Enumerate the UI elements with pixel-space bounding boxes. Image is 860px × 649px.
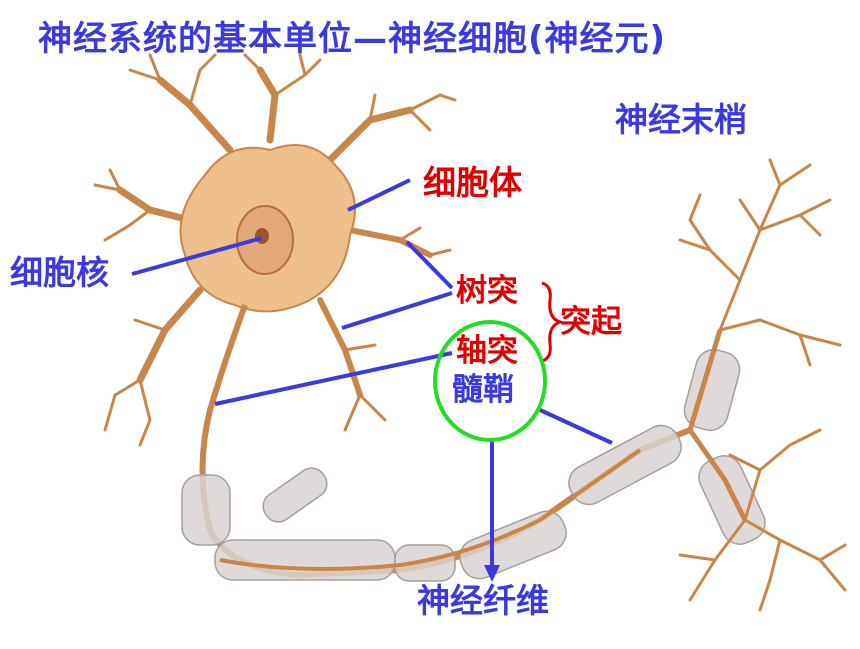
- label-cell-body: 细胞体: [423, 163, 522, 202]
- label-nerve-fiber: 神经纤维: [417, 581, 549, 620]
- process-brace: [541, 281, 565, 363]
- label-nerve-ending: 神经末梢: [615, 100, 747, 139]
- nerve-endings: [678, 158, 847, 612]
- highlight-circle: [433, 320, 547, 442]
- label-axon: 轴突: [456, 333, 518, 369]
- page-title: 神经系统的基本单位—神经细胞(神经元): [38, 19, 667, 59]
- label-process: 突起: [560, 304, 622, 340]
- dendrites: [93, 53, 457, 447]
- label-myelin-sheath: 髓鞘: [452, 372, 514, 408]
- pointer-lines: [131, 178, 613, 582]
- label-dendrite: 树突: [456, 273, 518, 309]
- label-nucleus: 细胞核: [10, 253, 109, 292]
